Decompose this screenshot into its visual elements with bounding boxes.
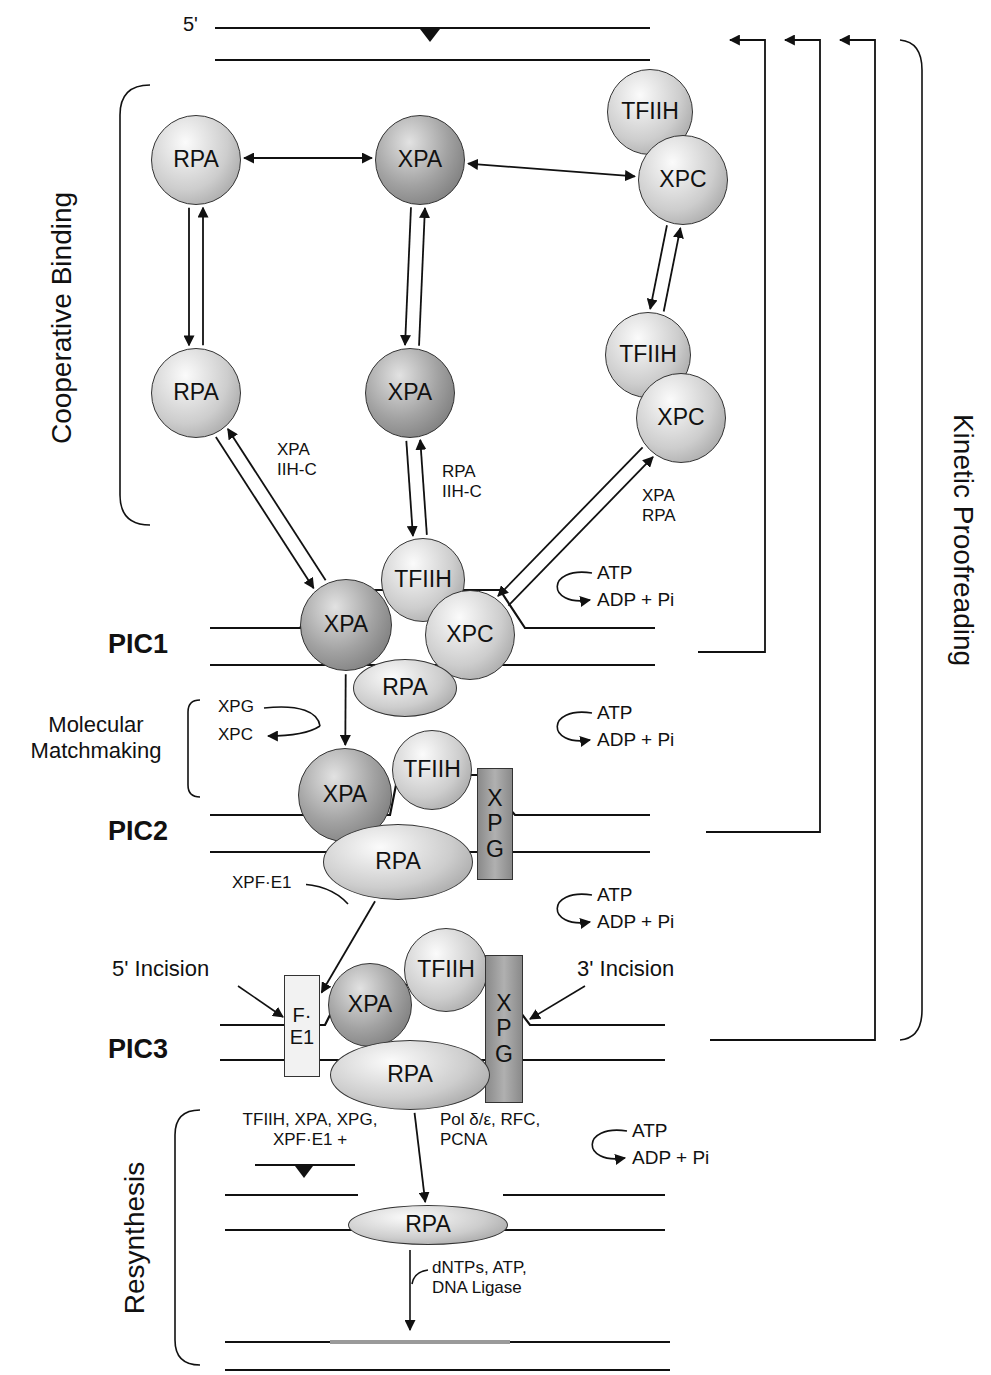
binding-arrow — [419, 208, 425, 346]
edge-label: RPA IIH-C — [440, 462, 506, 503]
binding-arrow — [508, 457, 653, 606]
protein-label: TFIIH — [417, 957, 475, 982]
annotation: 5' — [183, 12, 198, 36]
stage-name: PIC1 — [108, 628, 168, 660]
protein-label: XPA — [324, 612, 368, 637]
protein-circle: XPA — [300, 579, 392, 671]
protein-label: RPA — [387, 1062, 433, 1087]
protein-circle: XPA — [365, 348, 455, 438]
annotation: ATP — [632, 1120, 668, 1143]
binding-arrow — [244, 157, 372, 159]
binding-arrow — [650, 225, 667, 309]
annotation: Molecular Matchmaking — [6, 712, 186, 765]
binding-arrow — [188, 208, 190, 346]
protein-label: RPA — [173, 380, 219, 405]
binding-arrow — [664, 228, 681, 311]
protein-circle: XPC — [636, 373, 726, 463]
protein-circle: XPA — [375, 115, 465, 205]
protein-circle: TFIIH — [392, 730, 472, 810]
protein-label: XPC — [446, 622, 493, 647]
annotation: ADP + Pi — [632, 1147, 709, 1170]
annotation: TFIIH, XPA, XPG, XPF·E1 + — [226, 1110, 394, 1151]
brackets — [120, 40, 922, 1365]
atp-cycles — [557, 572, 627, 1159]
protein-label: TFIIH — [394, 567, 452, 592]
edge-label: XPF·E1 — [230, 873, 306, 893]
protein-label: XPA — [323, 782, 367, 807]
protein-label: X P G — [493, 991, 516, 1067]
stage-name: PIC3 — [108, 1033, 168, 1065]
protein-label: TFIIH — [403, 757, 461, 782]
protein-label: RPA — [405, 1212, 451, 1237]
annotation: 5' Incision — [112, 956, 209, 982]
binding-arrow — [420, 440, 427, 535]
protein-box: F· E1 — [284, 975, 320, 1077]
lesion-mark — [420, 29, 440, 42]
protein-box: X P G — [477, 768, 513, 880]
binding-arrow — [406, 441, 413, 536]
protein-circle: RPA — [151, 348, 241, 438]
annotation: 3' Incision — [577, 956, 674, 982]
protein-label: XPA — [388, 380, 432, 405]
protein-label: RPA — [173, 147, 219, 172]
protein-label: XPC — [659, 167, 706, 192]
repaired-patch — [330, 1340, 510, 1344]
bracket-label: Kinetic Proofreading — [946, 414, 980, 666]
annotation: ADP + Pi — [597, 589, 674, 612]
protein-label: X P G — [484, 786, 507, 862]
protein-circle: RPA — [353, 659, 457, 717]
protein-circle: TFIIH — [404, 928, 488, 1012]
protein-label: RPA — [375, 849, 421, 874]
protein-circle: RPA — [151, 115, 241, 205]
annotation: XPG — [218, 697, 254, 717]
binding-arrow — [415, 1113, 426, 1202]
protein-box: X P G — [485, 955, 523, 1103]
edge-label: XPA RPA — [640, 486, 706, 527]
binding-arrow — [405, 207, 411, 345]
protein-label: F· E1 — [289, 1004, 315, 1048]
annotation: ATP — [597, 702, 633, 725]
protein-circle: XPC — [638, 135, 728, 225]
lesion-mark — [295, 1166, 313, 1178]
stage-name: PIC2 — [108, 815, 168, 847]
protein-label: TFIIH — [619, 342, 677, 367]
annotation: ATP — [597, 884, 633, 907]
protein-label: RPA — [382, 675, 428, 700]
binding-arrow — [202, 208, 204, 346]
edge-label: XPA IIH-C — [275, 440, 341, 481]
binding-arrow — [344, 674, 346, 745]
binding-arrow — [468, 164, 635, 177]
dna-strands — [210, 28, 670, 1370]
protein-circle: XPA — [328, 963, 412, 1047]
annotation: XPC — [218, 725, 253, 745]
annotation: ADP + Pi — [597, 911, 674, 934]
protein-label: XPA — [348, 992, 392, 1017]
bracket-label: Resynthesis — [118, 1162, 152, 1315]
annotation: dNTPs, ATP, DNA Ligase — [432, 1258, 557, 1299]
annotation: Pol δ/ε, RFC, PCNA — [440, 1110, 570, 1151]
annotation: ADP + Pi — [597, 729, 674, 752]
step-arrows — [238, 707, 585, 1330]
protein-label: TFIIH — [621, 99, 679, 124]
protein-circle: RPA — [323, 824, 473, 900]
bracket-label: Cooperative Binding — [45, 192, 79, 444]
protein-label: XPA — [398, 147, 442, 172]
annotation: ATP — [597, 562, 633, 585]
protein-circle: RPA — [330, 1040, 490, 1110]
protein-circle: RPA — [348, 1205, 508, 1245]
binding-arrow — [498, 447, 643, 596]
protein-label: XPC — [657, 405, 704, 430]
